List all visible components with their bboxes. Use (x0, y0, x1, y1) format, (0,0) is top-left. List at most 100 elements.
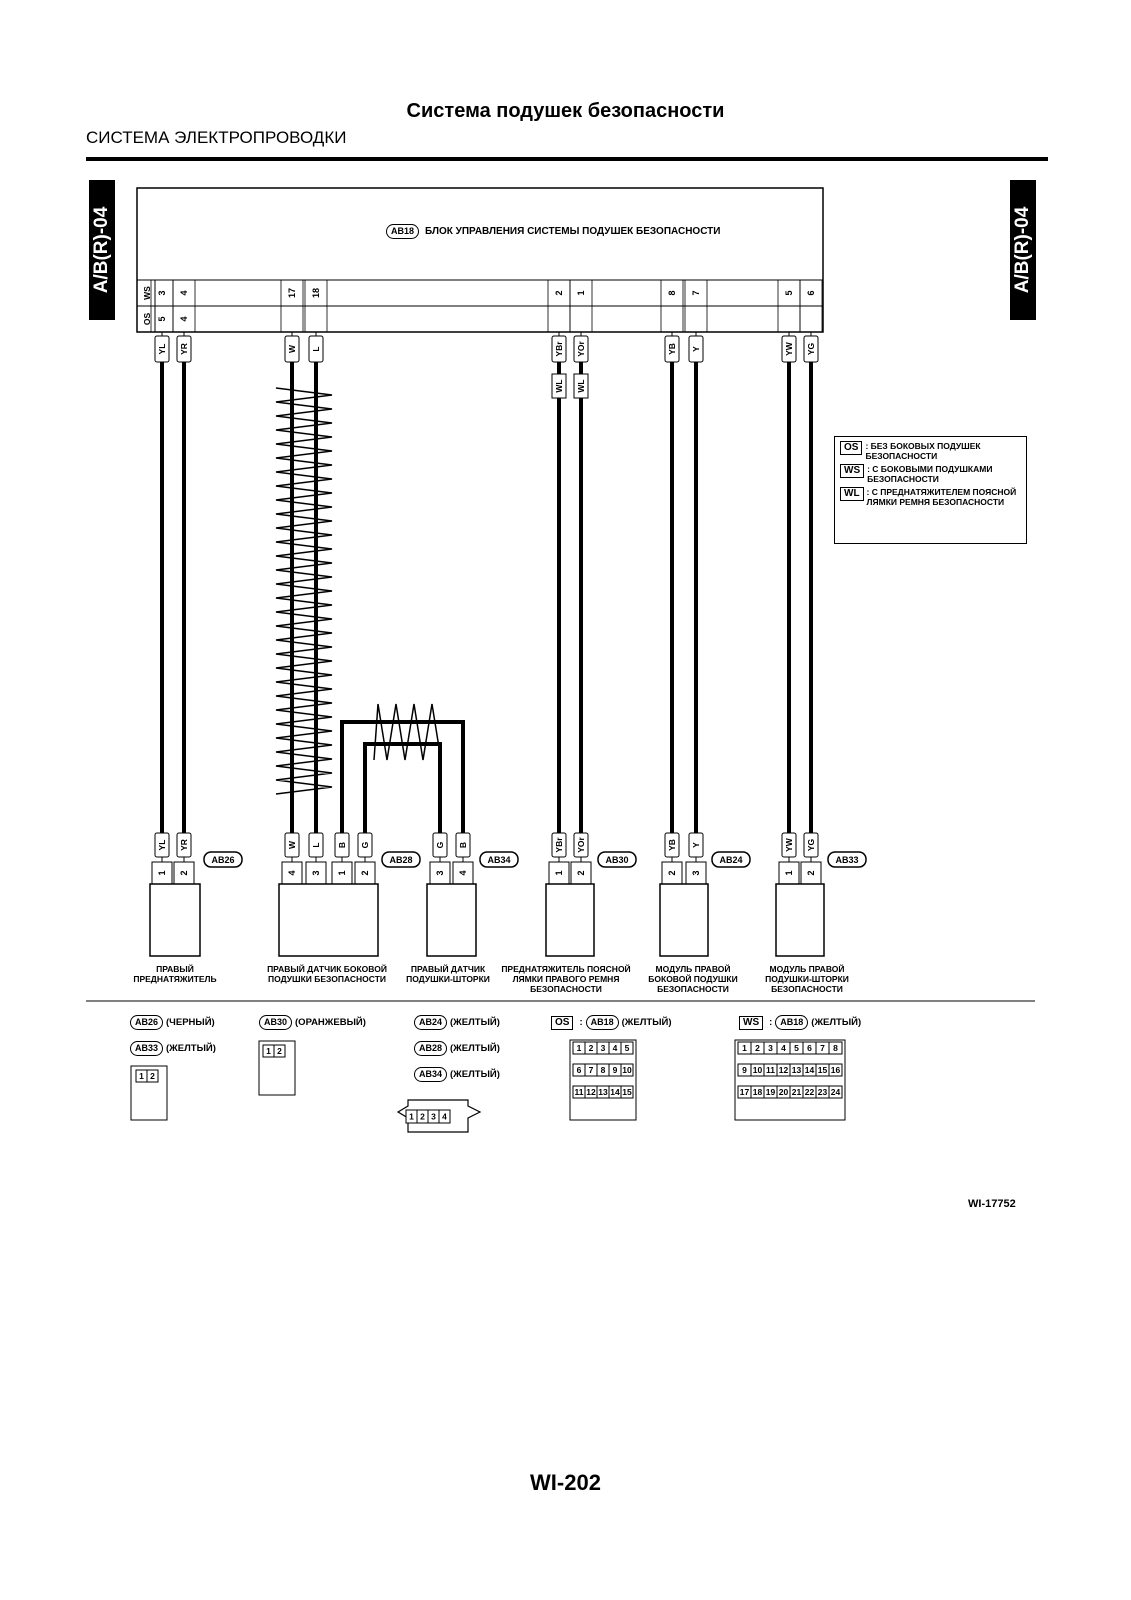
legend-text: : С БОКОВЫМИ ПОДУШКАМИ БЕЗОПАСНОСТИ (867, 464, 993, 484)
legend-row-wl: WL: С ПРЕДНАТЯЖИТЕЛЕМ ПОЯСНОЙ ЛЯМКИ РЕМН… (840, 487, 1021, 507)
face-pin-number: 18 (753, 1087, 763, 1097)
pin-number-ws: 5 (784, 290, 794, 295)
pin-number-os: 5 (157, 316, 167, 321)
component-label-ab28: ПРАВЫЙ ДАТЧИК БОКОВОЙ ПОДУШКИ БЕЗОПАСНОС… (267, 964, 387, 984)
face-cell (438, 1109, 451, 1124)
face-pin-number: 23 (818, 1087, 828, 1097)
connector-color: (ЖЕЛТЫЙ) (166, 1043, 216, 1054)
legend-text: : БЕЗ БОКОВЫХ ПОДУШЕК БЕЗОПАСНОСТИ (865, 441, 981, 461)
connector-color: (ЖЕЛТЫЙ) (621, 1017, 672, 1028)
control-unit-label: БЛОК УПРАВЛЕНИЯ СИСТЕМЫ ПОДУШЕК БЕЗОПАСН… (425, 226, 721, 237)
pin-number-os: 4 (179, 316, 189, 321)
face-pin-number: 11 (575, 1087, 584, 1097)
connector-callout: AB18 (775, 1015, 809, 1030)
face-pin-number: 11 (766, 1065, 775, 1075)
connector-callout (203, 851, 243, 868)
wire-color-label: YBr (554, 837, 564, 853)
connector-callout: AB30 (259, 1015, 293, 1030)
legend-key: OS (840, 441, 863, 455)
component-body (426, 883, 477, 957)
connector-callout (711, 851, 751, 868)
face-pin-number: 6 (577, 1065, 582, 1075)
component-pin-number: 2 (576, 870, 586, 875)
component-pin-number: 3 (691, 870, 701, 875)
pin-number-ws: 6 (806, 290, 816, 295)
legend-key: WS (840, 464, 865, 478)
face-pin-number: 19 (766, 1087, 776, 1097)
wire-color-label: YG (806, 342, 816, 355)
face-pin-number: 4 (781, 1043, 786, 1053)
face-pin-number: 7 (589, 1065, 594, 1075)
pin-number-ws: 18 (311, 288, 321, 298)
face-pin-number: 2 (150, 1071, 155, 1081)
face-pin-number: 13 (598, 1087, 608, 1097)
wire-color-label: YW (784, 837, 794, 852)
face-pin-number: 5 (794, 1043, 799, 1053)
wire-color-label: YOr (576, 341, 586, 357)
legend-key: WS (739, 1015, 764, 1030)
connector-note-ab28: AB28(ЖЕЛТЫЙ) (414, 1041, 500, 1056)
component-label-ab33: МОДУЛЬ ПРАВОЙ ПОДУШКИ-ШТОРКИ БЕЗОПАСНОСТ… (765, 964, 849, 994)
face-pin-number: 9 (742, 1065, 747, 1075)
face-pin-number: 1 (409, 1112, 414, 1122)
face-pin-number: 2 (589, 1043, 594, 1053)
component-label-ab24: МОДУЛЬ ПРАВОЙ БОКОВОЙ ПОДУШКИ БЕЗОПАСНОС… (648, 964, 738, 994)
wire-color-label: B (458, 842, 468, 848)
face-cell (620, 1063, 634, 1077)
control-unit-box (136, 187, 824, 333)
legend-key: OS (551, 1015, 574, 1030)
face-cell (828, 1085, 843, 1099)
connector-color: (ОРАНЖЕВЫЙ) (295, 1017, 366, 1028)
connector-face-ab30 (258, 1040, 296, 1096)
face-cell (828, 1063, 843, 1077)
face-pin-number: 21 (792, 1087, 802, 1097)
wire-b-loop (340, 720, 465, 833)
component-body (659, 883, 709, 957)
connector-note-ab24: AB24(ЖЕЛТЫЙ) (414, 1015, 500, 1030)
side-tab-right: A/B(R)-04 (1010, 180, 1036, 320)
wire-color-label: W (287, 840, 297, 849)
wire-color-label: YL (157, 344, 167, 355)
face-pin-number: 1 (742, 1043, 747, 1053)
face-pin-number: 9 (613, 1065, 618, 1075)
face-pin-number: 4 (442, 1112, 447, 1122)
page-number: WI-202 (530, 1470, 601, 1495)
pin-number-ws: 2 (554, 290, 564, 295)
face-pin-number: 5 (625, 1043, 630, 1053)
component-pin-number: 2 (179, 870, 189, 875)
connector-note-ab33: AB33(ЖЕЛТЫЙ) (130, 1041, 216, 1056)
wire-color-label: Y (691, 842, 701, 848)
connector-callout-label: AB28 (389, 855, 412, 865)
face-pin-number: 3 (431, 1112, 436, 1122)
pin-number-ws: 8 (667, 290, 677, 295)
face-pin-number: 15 (818, 1065, 828, 1075)
connector-callout: AB26 (130, 1015, 164, 1030)
wire-color-label: W (287, 344, 297, 353)
face-pin-number: 2 (755, 1043, 760, 1053)
face-pin-number: 2 (277, 1046, 282, 1056)
face-cell (273, 1044, 286, 1058)
connector-color: (ЖЕЛТЫЙ) (450, 1069, 500, 1080)
wire-color-label: YL (157, 840, 167, 851)
face-pin-number: 1 (139, 1071, 144, 1081)
component-pin-number: 1 (157, 870, 167, 875)
face-pin-number: 10 (622, 1065, 632, 1075)
face-pin-number: 6 (807, 1043, 812, 1053)
connector-callout (479, 851, 519, 868)
wire-color-label: YR (179, 839, 189, 851)
component-pin-number: 2 (360, 870, 370, 875)
connector-color: (ЖЕЛТЫЙ) (811, 1017, 862, 1028)
connector-callout: AB33 (130, 1041, 164, 1056)
face-pin-number: 2 (420, 1112, 425, 1122)
connector-note-ab26: AB26(ЧЕРНЫЙ) (130, 1015, 215, 1030)
component-label-ab34: ПРАВЫЙ ДАТЧИК ПОДУШКИ-ШТОРКИ (406, 964, 490, 984)
component-pin-number: 1 (337, 870, 347, 875)
component-pin-number: 1 (554, 870, 564, 875)
component-body (278, 883, 379, 957)
components: YL1YR2AB26W4L3B1G2AB28G3B4AB34YBr1YOr2AB… (149, 832, 867, 957)
wire-option-label: WL (554, 379, 564, 392)
component-label-ab26: ПРАВЫЙ ПРЕДНАТЯЖИТЕЛЬ (133, 964, 217, 984)
face-pin-number: 12 (779, 1065, 789, 1075)
